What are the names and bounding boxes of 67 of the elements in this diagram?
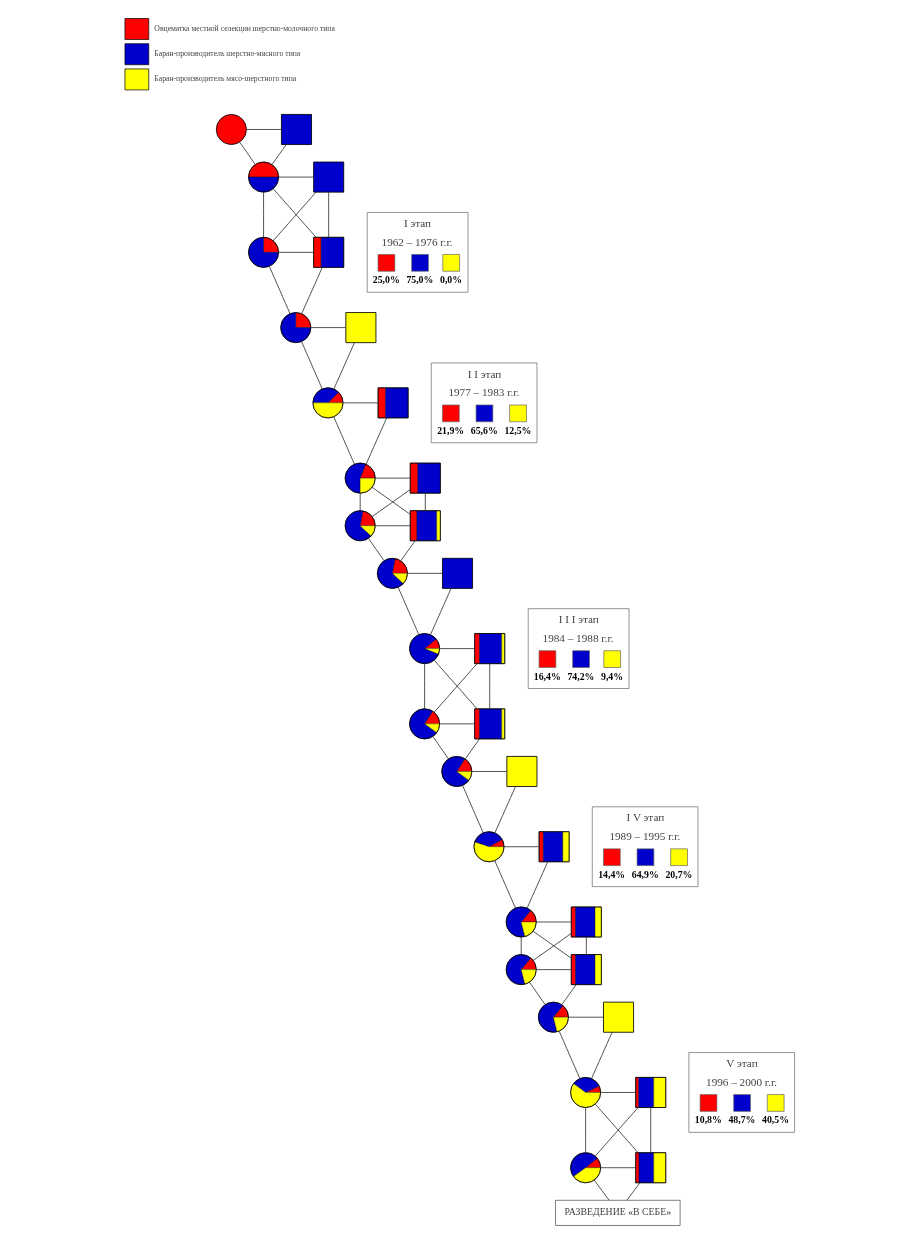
connector (626, 1182, 641, 1201)
connector (424, 492, 426, 511)
connector (494, 786, 516, 834)
connector (432, 736, 449, 760)
connector (424, 663, 426, 710)
connector (359, 492, 361, 511)
node-box: РАЗВЕДЕНИЕ «В СЕБЕ» (555, 1199, 681, 1226)
connector (365, 417, 388, 465)
connector (471, 771, 508, 772)
node-circle (215, 114, 247, 145)
connector (462, 785, 484, 834)
connector (650, 1107, 652, 1154)
connector (439, 723, 475, 725)
node-box: I I этап 1977 – 1983 г.г. 21,9% 65,6% 12,5% (430, 362, 538, 444)
node-box (603, 1001, 634, 1033)
connector (536, 969, 572, 970)
node-box: I этап 1962 – 1976 г.г. 25,0% 75,0% 0,0% (366, 212, 469, 293)
connector (278, 176, 314, 178)
connector (430, 588, 452, 635)
node-box (506, 756, 538, 787)
connector (526, 861, 549, 909)
connector (585, 1107, 587, 1154)
connector (375, 477, 411, 479)
connector (520, 936, 522, 955)
legend-label: Баран-производитель шерстно-мясного типа (154, 49, 301, 59)
connector (439, 648, 475, 649)
connector (269, 266, 291, 315)
connector (400, 540, 416, 562)
connector (568, 1016, 604, 1018)
connector (397, 587, 420, 636)
connector (301, 341, 323, 390)
connector (375, 525, 411, 527)
connector (407, 572, 443, 574)
node-box (442, 557, 473, 589)
connector (593, 1179, 610, 1201)
connector (503, 846, 540, 848)
connector (271, 144, 287, 165)
connector (591, 1031, 613, 1079)
node-box: V этап 1996 – 2000 г.г. 10,8% 48,7% 40,5% (688, 1052, 795, 1133)
node-box: I I I этап 1984 – 1988 г.г. 16,4% 74,2% 9,4% (527, 608, 630, 689)
connector (263, 191, 264, 238)
connector (333, 416, 355, 465)
connector (301, 267, 323, 314)
connector (489, 663, 491, 710)
node-box (345, 312, 377, 344)
connector (558, 1031, 581, 1079)
connector (529, 981, 546, 1005)
legend-label: Баран-производитель мясо-шерстного типа (154, 74, 297, 84)
node-box (313, 161, 345, 193)
connector (494, 860, 516, 909)
connector (239, 141, 256, 165)
node-box: I V этап 1989 – 1995 г.г. 14,4% 64,9% 20,7% (591, 806, 699, 887)
connector (328, 191, 330, 238)
connector (333, 342, 355, 390)
connector (310, 327, 347, 329)
connector (368, 537, 385, 562)
connector (585, 936, 587, 955)
legend-label: Овцематка местной селекции шерстно-молочного типа (154, 23, 335, 33)
connector (536, 921, 572, 923)
node-box (281, 114, 312, 145)
connector (600, 1167, 636, 1169)
connector (600, 1092, 636, 1093)
connector (464, 738, 480, 760)
connector (278, 251, 314, 253)
connector (561, 984, 577, 1005)
connector (342, 402, 379, 404)
connector (246, 129, 282, 130)
